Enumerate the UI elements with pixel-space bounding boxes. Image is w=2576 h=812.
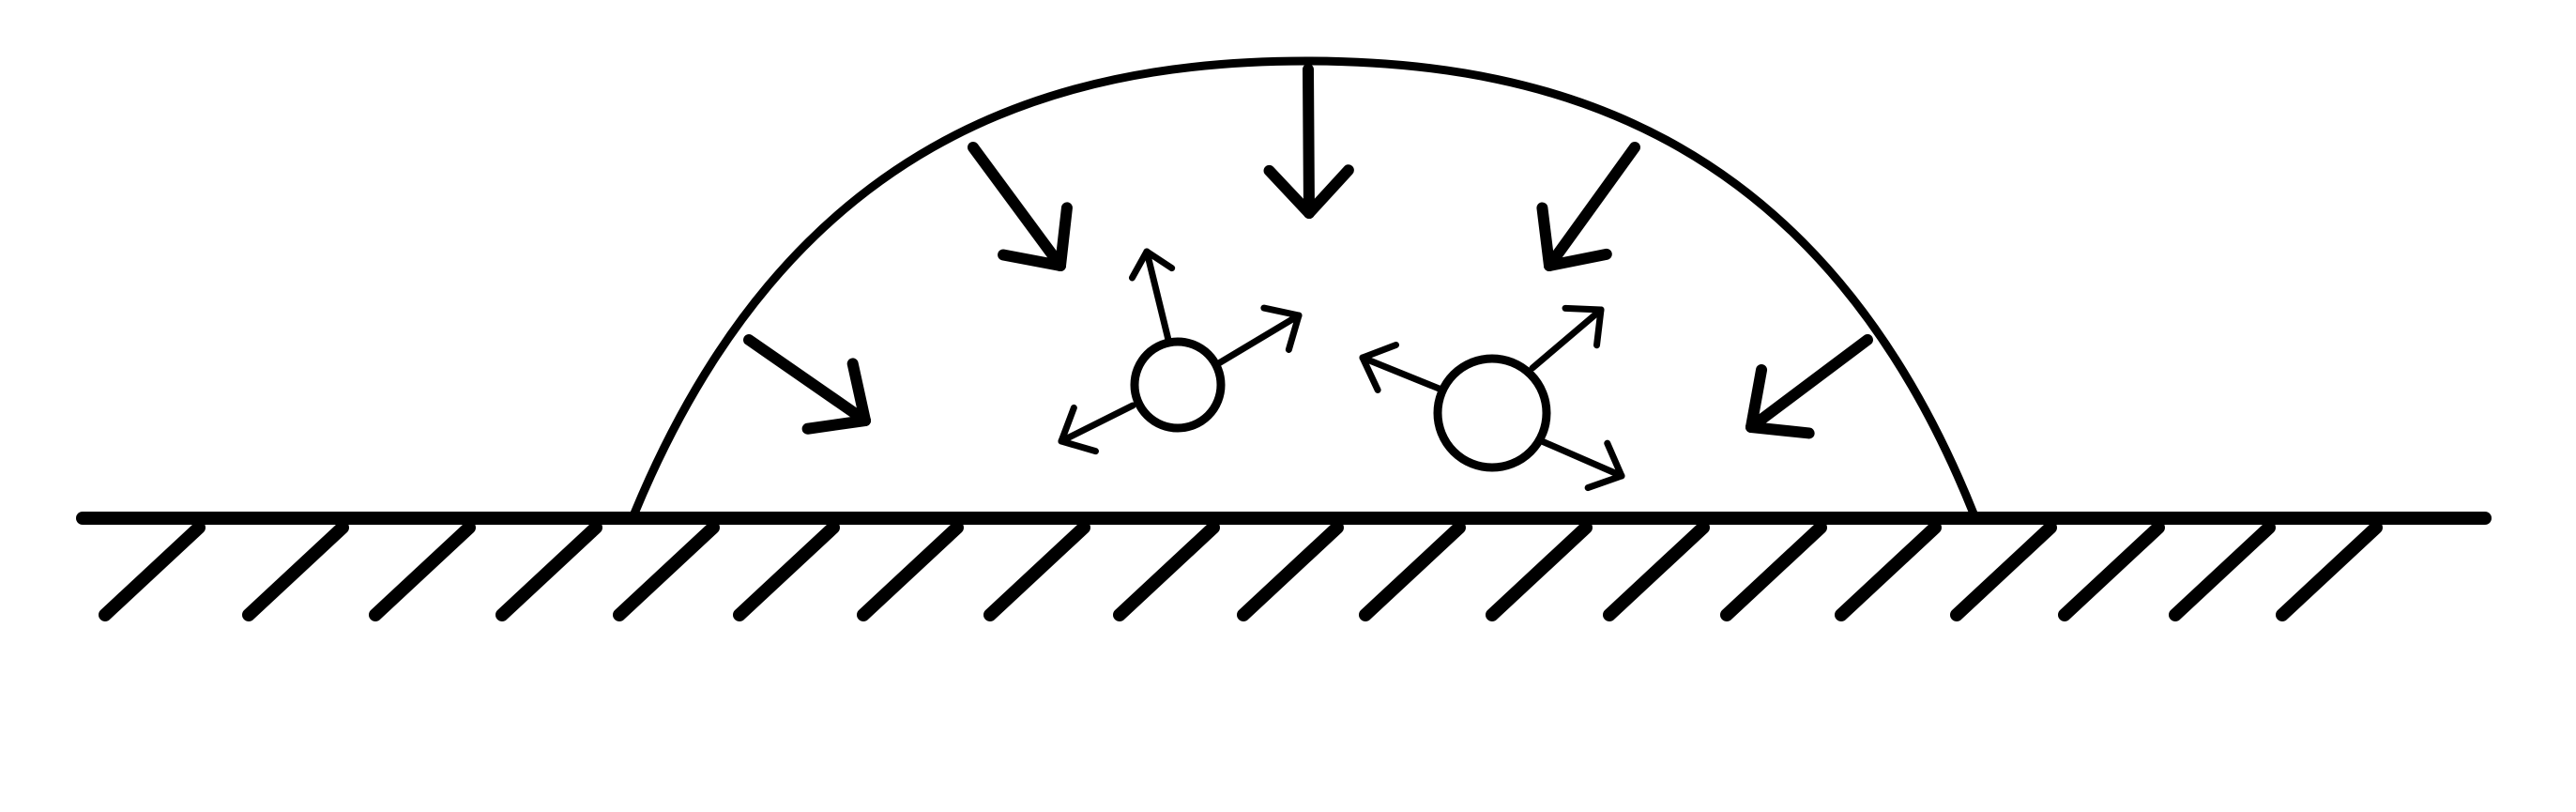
bubble-left-arrow-up-head-b — [1128, 248, 1151, 282]
inward-arrow-5-shaft — [1745, 334, 1873, 433]
ground-hatch-19 — [2276, 521, 2383, 621]
ground-hatch-9 — [1113, 521, 1220, 621]
bubble-right-arrow-up-right-head-a — [1593, 306, 1605, 349]
inward-arrow-1-shaft — [743, 334, 871, 426]
inward-arrow-2-head-a — [998, 249, 1066, 271]
bubble-left-arrow-right — [1213, 304, 1303, 368]
ground-hatch-11 — [1359, 521, 1466, 621]
bubble-left-arrow-right-head-a — [1285, 312, 1303, 353]
ground-hatch-15 — [1835, 521, 1942, 621]
bubble-left-outward-arrows — [1058, 248, 1303, 455]
ground-hatch-7 — [857, 521, 964, 621]
bubble-left-arrow-up-head-a — [1143, 248, 1176, 272]
bubble-left-arrow-up — [1128, 248, 1176, 344]
bubble-right-arrow-left-shaft — [1359, 354, 1445, 393]
inward-arrow-5-head-a — [1745, 363, 1768, 433]
inward-arrow-4-shaft — [1544, 142, 1640, 271]
ground-hatching — [99, 521, 2383, 621]
bubble-right-circle — [1433, 354, 1551, 472]
ground-hatch-3 — [369, 521, 476, 621]
bubble-right — [1359, 304, 1625, 492]
bubble-right-arrow-down-right — [1538, 437, 1625, 492]
ground-hatch-1 — [99, 521, 206, 621]
bubble-left-arrow-left — [1058, 402, 1136, 455]
bubble-right-outward-arrows — [1359, 304, 1625, 492]
inward-arrow-4-head-a — [1536, 202, 1555, 271]
bubble-right-arrow-left — [1359, 341, 1445, 393]
bubble-left-arrow-right-shaft — [1213, 312, 1303, 368]
inward-pressure-arrows — [743, 64, 1873, 439]
bubble-right-arrow-left-head-a — [1359, 341, 1400, 361]
dome-outline — [630, 56, 1978, 515]
inward-arrow-2 — [968, 142, 1073, 271]
bubble-right-arrow-left-head-b — [1359, 354, 1381, 393]
bubble-left-arrow-up-shaft — [1143, 248, 1172, 344]
bubble-left-arrow-right-head-b — [1260, 304, 1303, 319]
bubble-right-arrow-up-right — [1529, 304, 1605, 372]
inward-arrow-3 — [1263, 64, 1354, 219]
ground-hatch-5 — [613, 521, 720, 621]
inward-arrow-5-head-b — [1745, 421, 1815, 439]
bubble-right-arrow-down-right-shaft — [1538, 437, 1625, 480]
bubble-right-arrow-down-right-head-b — [1604, 439, 1625, 480]
ground-hatch-2 — [242, 521, 349, 621]
ground-hatch-18 — [2169, 521, 2276, 621]
inward-arrow-4 — [1536, 142, 1640, 271]
bubble-right-arrow-down-right-head-a — [1584, 472, 1625, 492]
inward-arrow-1-head-a — [801, 415, 871, 435]
ground-hatch-16 — [1950, 521, 2057, 621]
inward-arrow-4-head-b — [1544, 248, 1612, 271]
ground-hatch-12 — [1486, 521, 1593, 621]
ground-hatch-6 — [733, 521, 840, 621]
inward-arrow-3-head-a — [1263, 164, 1315, 219]
inward-arrow-2-head-b — [1055, 202, 1073, 271]
inward-arrow-1-head-b — [846, 358, 871, 426]
inward-arrow-3-head-b — [1303, 164, 1354, 219]
inward-arrow-1 — [743, 334, 871, 435]
bubble-left-arrow-left-shaft — [1058, 402, 1136, 445]
bubble-left-arrow-left-head-a — [1058, 404, 1077, 445]
ground-hatch-14 — [1720, 521, 1827, 621]
ground-hatch-17 — [2058, 521, 2165, 621]
inward-arrow-5 — [1745, 334, 1873, 439]
bubble-left — [1058, 248, 1303, 455]
bubble-right-arrow-up-right-head-b — [1562, 304, 1605, 314]
inward-arrow-3-shaft — [1303, 64, 1315, 219]
bubble-left-arrow-left-head-b — [1058, 437, 1099, 455]
inward-arrow-2-shaft — [968, 142, 1066, 271]
bubble-left-circle — [1130, 337, 1226, 433]
bubble-right-arrow-up-right-shaft — [1529, 306, 1605, 372]
ground-hatch-4 — [495, 521, 602, 621]
ground-hatch-8 — [983, 521, 1090, 621]
ground-hatch-13 — [1603, 521, 1710, 621]
ground-hatch-10 — [1237, 521, 1344, 621]
